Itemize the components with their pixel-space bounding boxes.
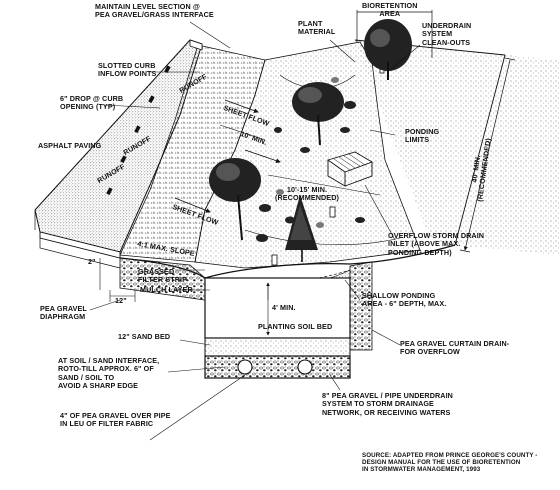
label-six-inch-drop: 6" DROP @ CURB OPENING (TYP) bbox=[60, 94, 124, 112]
top-dimension bbox=[356, 10, 433, 58]
label-four-pea-gravel: 4" OF PEA GRAVEL OVER PIPE IN LEU OF FIL… bbox=[60, 411, 171, 429]
label-soil-sand-interface: AT SOIL / SAND INTERFACE, ROTO-TILL APPR… bbox=[58, 356, 160, 391]
flow-arrows bbox=[174, 99, 281, 213]
label-underdrain-cleanouts: UNDERDRAIN SYSTEM CLEAN-OUTS bbox=[422, 21, 472, 47]
label-shallow-ponding: SHALLOW PONDING AREA - 6" DEPTH, MAX. bbox=[362, 291, 447, 309]
label-asphalt-paving: ASPHALT PAVING bbox=[38, 141, 102, 150]
ten-min-dimension bbox=[219, 124, 381, 196]
label-twelve-sand-bed: 12" SAND BED bbox=[118, 332, 171, 341]
asphalt-paving bbox=[34, 39, 203, 259]
label-curtain-drain: PEA GRAVEL CURTAIN DRAIN- FOR OVERFLOW bbox=[400, 339, 510, 357]
label-source: SOURCE: ADAPTED FROM PRINCE GEORGE'S COU… bbox=[362, 452, 538, 474]
tree-large-top bbox=[364, 19, 412, 80]
tree-lower-left bbox=[209, 158, 261, 241]
label-plant-material: PLANT MATERIAL bbox=[298, 19, 336, 37]
label-grassed-filter: GRASSED FILTER STRIP bbox=[138, 267, 187, 285]
label-bioretention-area: BIORETENTION AREA bbox=[362, 1, 418, 19]
label-two-inch: 2" bbox=[88, 257, 96, 266]
label-pea-gravel-diaphragm: PEA GRAVEL DIAPHRAGM bbox=[40, 304, 87, 322]
label-pea-gravel-underdrain: 8" PEA GRAVEL / PIPE UNDERDRAIN SYSTEM T… bbox=[322, 391, 453, 417]
label-planting-soil-bed: PLANTING SOIL BED bbox=[258, 322, 333, 331]
label-ponding-limits: PONDING LIMITS bbox=[405, 127, 440, 145]
tree-middle bbox=[292, 82, 344, 146]
label-maintain-level: MAINTAIN LEVEL SECTION @ PEA GRAVEL/GRAS… bbox=[95, 2, 214, 20]
label-overflow-inlet: OVERFLOW STORM DRAIN INLET (ABOVE MAX. P… bbox=[388, 231, 485, 257]
cross-section bbox=[99, 244, 456, 379]
label-twelve-inch: 12" bbox=[115, 296, 127, 305]
right-slope bbox=[354, 39, 560, 255]
tree-conifer bbox=[285, 195, 318, 262]
overflow-inlet bbox=[326, 151, 374, 187]
label-four-min: 4' MIN. bbox=[272, 303, 296, 312]
forty-dimension bbox=[459, 57, 516, 253]
trees bbox=[209, 19, 412, 262]
label-ten-fifteen-min: 10'-15' MIN. (RECOMMENDED) bbox=[275, 185, 339, 203]
road-base bbox=[34, 210, 121, 269]
leader-lines bbox=[89, 21, 421, 441]
label-slotted-curb: SLOTTED CURB INFLOW POINTS bbox=[98, 61, 157, 79]
label-mulch-layer: MULCH LAYER bbox=[140, 285, 193, 294]
